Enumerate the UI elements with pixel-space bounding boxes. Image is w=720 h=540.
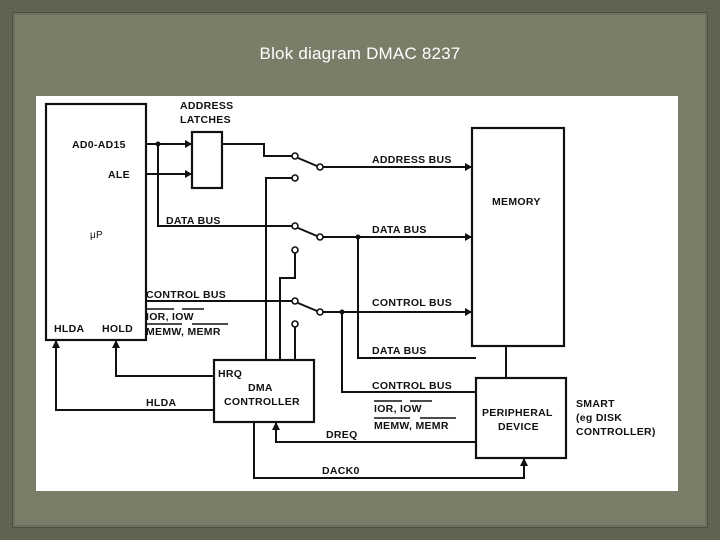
ale-to-latches-arrow <box>185 170 192 178</box>
memory-data-bus-label: DATA BUS <box>372 224 427 236</box>
microprocessor-block <box>44 102 148 342</box>
cpu-label: μP <box>90 230 103 241</box>
dreq-label: DREQ <box>326 429 358 441</box>
latches-to-switch-line <box>222 143 292 157</box>
periph-control-bus-label: CONTROL BUS <box>372 380 452 392</box>
address-switch-pivot <box>291 152 299 160</box>
ad-to-latches-arrow <box>185 140 192 148</box>
data-switch-pivot <box>291 222 299 230</box>
dma-controller-block <box>212 358 316 424</box>
cpu-hlda-label: HLDA <box>54 323 84 335</box>
dreq-arrow <box>272 422 280 430</box>
diagram-canvas: AD0-AD15 ALE μP HLDA HOLD ADDRESS LATCHE… <box>44 100 656 479</box>
dack-arrow <box>520 458 528 466</box>
address-bus-label: ADDRESS BUS <box>372 154 452 166</box>
memory-label: MEMORY <box>492 196 541 208</box>
cpu-ale-label: ALE <box>108 169 130 181</box>
latches-label-line2: LATCHES <box>180 114 231 126</box>
dack-label: DACK0 <box>322 465 360 477</box>
dma-data-line <box>279 253 296 360</box>
address-switch-dma-contact <box>291 174 299 182</box>
cpu-control-bus-label: CONTROL BUS <box>146 289 226 301</box>
periph-data-bus-line <box>357 237 472 359</box>
periph-memw-memr-label: MEMW, MEMR <box>374 420 449 432</box>
control-switch-pivot <box>291 297 299 305</box>
memory-control-bus-arrow <box>465 308 472 316</box>
slide-title: Blok diagram DMAC 8237 <box>259 44 461 63</box>
hold-arrow <box>112 340 120 348</box>
dma-label-line1: DMA <box>248 382 273 394</box>
periph-ior-iow-label: IOR, IOW <box>374 403 422 415</box>
hlda-line <box>55 340 214 411</box>
address-latches-block <box>190 130 224 190</box>
hlda-arrow <box>52 340 60 348</box>
address-bus-arrow <box>465 163 472 171</box>
cpu-ad-pins-label: AD0-AD15 <box>72 139 126 151</box>
dma-address-line <box>265 177 292 360</box>
control-switch-contact <box>316 308 324 316</box>
cpu-hold-label: HOLD <box>102 323 133 335</box>
peripheral-label-line1: PERIPHERAL <box>482 407 553 419</box>
memory-data-bus-arrow <box>465 233 472 241</box>
dma-label-line2: CONTROLLER <box>224 396 300 408</box>
cpu-ior-iow-label: IOR, IOW <box>146 311 194 323</box>
periph-control-bus-line <box>341 312 476 393</box>
dmac-block-diagram: AD0-AD15 ALE μP HLDA HOLD ADDRESS LATCHE… <box>36 96 678 491</box>
data-bus-junction-dot <box>355 234 361 240</box>
memory-control-bus-label: CONTROL BUS <box>372 297 452 309</box>
control-switch-dma-contact <box>291 320 299 328</box>
peripheral-label-line2: DEVICE <box>498 421 539 433</box>
smart-label-line2: (eg DISK <box>576 412 622 424</box>
address-switch-contact <box>316 163 324 171</box>
data-switch-contact <box>316 233 324 241</box>
latches-label-line1: ADDRESS <box>180 100 233 112</box>
periph-data-bus-label: DATA BUS <box>372 345 427 357</box>
smart-label-line1: SMART <box>576 398 615 410</box>
memory-block <box>470 126 566 348</box>
dma-hrq-label: HRQ <box>218 368 242 380</box>
hold-line <box>115 340 214 377</box>
address-switch-blade <box>297 157 318 167</box>
peripheral-device-block <box>474 376 568 460</box>
data-switch-blade <box>297 227 318 237</box>
control-switch-blade <box>297 302 318 312</box>
cpu-data-bus-line <box>157 144 292 227</box>
cpu-memw-memr-label: MEMW, MEMR <box>146 326 221 338</box>
hlda-line-label: HLDA <box>146 397 176 409</box>
data-switch-dma-contact <box>291 246 299 254</box>
smart-label-line3: CONTROLLER) <box>576 426 656 438</box>
ad-junction-dot <box>155 141 161 147</box>
dack-line <box>253 422 525 479</box>
cpu-data-bus-label: DATA BUS <box>166 215 221 227</box>
control-bus-junction-dot <box>339 309 345 315</box>
